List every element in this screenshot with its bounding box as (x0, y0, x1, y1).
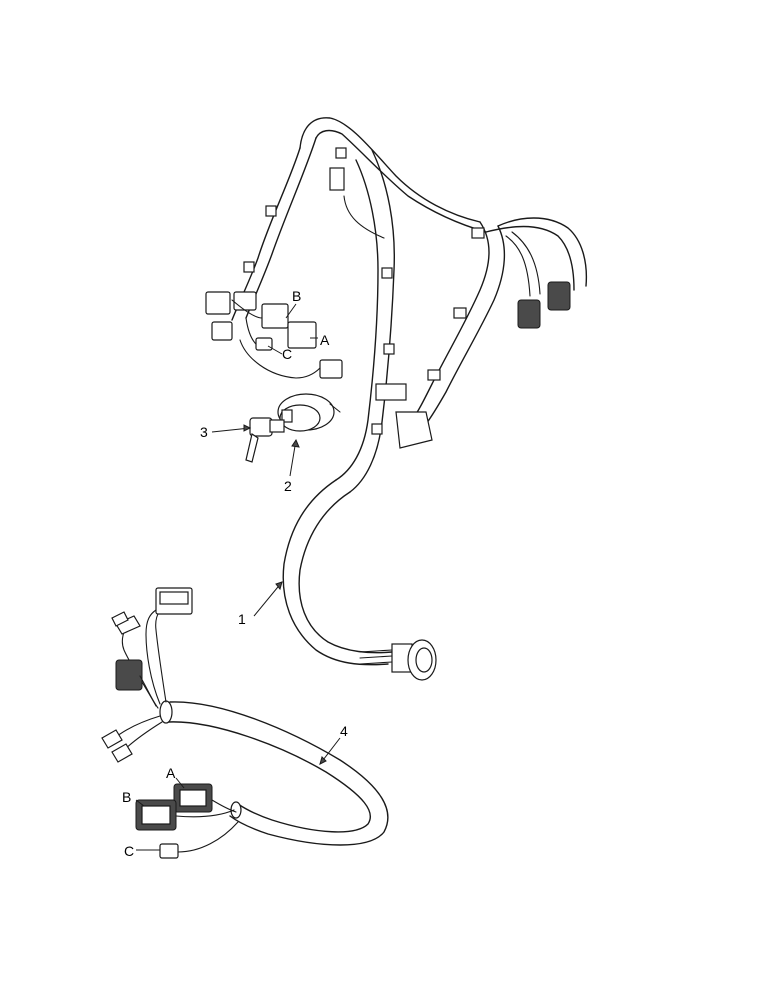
connector-A-upper (287, 321, 317, 349)
callout-3-arrow (243, 424, 252, 432)
callout-2-arrow (291, 438, 300, 448)
callout-lower-A-leader (175, 777, 185, 789)
callout-upper-B: B (292, 288, 301, 304)
upper-connector-cluster (205, 291, 343, 379)
callout-1-arrow (275, 581, 283, 591)
callout-lower-A: A (166, 765, 176, 781)
ignition-key (245, 417, 285, 463)
callout-lower-C: C (124, 843, 134, 859)
callout-4-arrow (319, 756, 327, 765)
lower-harness (101, 587, 389, 859)
callout-lower-B: B (122, 789, 131, 805)
ignition-switch (277, 393, 341, 432)
callout-upper-A: A (320, 332, 330, 348)
callout-1: 1 (238, 611, 246, 627)
callout-2: 2 (284, 478, 292, 494)
connector-B-upper (261, 303, 289, 329)
callout-lower-B-leader (135, 799, 145, 807)
callout-upper-C: C (282, 346, 292, 362)
callout-1-leader (253, 581, 283, 617)
main-harness (231, 117, 588, 681)
connector-C-upper (255, 337, 273, 351)
callout-4: 4 (340, 723, 348, 739)
callout-upper-B-leader (285, 303, 297, 319)
callout-upper-C-leader (267, 345, 283, 355)
connector-C-lower (159, 843, 179, 859)
callout-3: 3 (200, 424, 208, 440)
